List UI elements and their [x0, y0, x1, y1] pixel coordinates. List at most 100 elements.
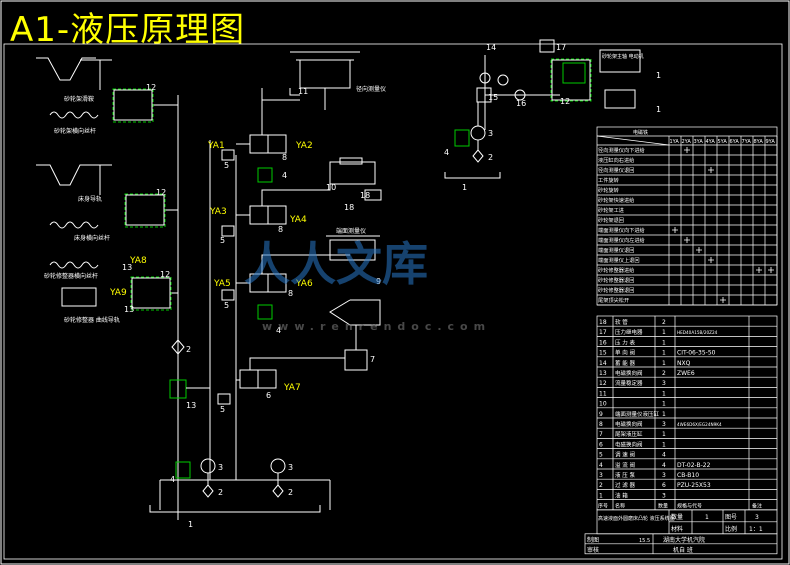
bom-qty: 6: [662, 482, 666, 489]
num-16-gauge: 16: [516, 99, 526, 108]
bom-name: 压 力 表: [615, 338, 635, 346]
bom-name: 单 向 阀: [615, 349, 635, 357]
label-bed-feed-screw: 床身横向丝杆: [74, 234, 110, 242]
bom-no: 13: [599, 370, 607, 377]
label-bed-guide: 床身导轨: [78, 195, 102, 203]
num-12-stab-a: 12: [146, 83, 156, 92]
action-col-4ya: 4YA: [706, 139, 716, 145]
bom-code: DT-02-B-22: [677, 462, 711, 469]
bom-header-no: 序号: [598, 503, 608, 510]
num-2-filter-a: 2: [218, 488, 223, 497]
label-grinder-feed-screw: 砂轮架横向丝杆: [54, 127, 96, 135]
label-axial-gauge: 端面测量仪: [336, 227, 366, 235]
num-3-pump-a: 3: [218, 463, 223, 472]
bom-header-name: 名称: [615, 503, 625, 510]
bom-name: 电磁换向阀: [615, 369, 643, 377]
num-4-relief-b: 4: [282, 171, 287, 180]
action-header-label: 电磁铁: [633, 129, 648, 136]
bom-qty: 1: [662, 360, 666, 367]
label-ya2: YA2: [295, 141, 313, 151]
bom-no: 7: [599, 431, 603, 438]
action-col-7ya: 7YA: [742, 139, 752, 145]
bom-no: 15: [599, 350, 607, 357]
bom-name: 溢 流 阀: [615, 461, 635, 469]
watermark-url: www.renrendoc.com: [262, 320, 492, 333]
num-8-valve-b: 8: [278, 225, 283, 234]
label-ya5: YA5: [213, 279, 231, 289]
bom-qty: 4: [662, 452, 666, 459]
action-row-label: 砂轮修整器退回: [598, 276, 634, 284]
bom-qty: 1: [662, 390, 666, 397]
bom-header-note: 备注: [752, 503, 762, 510]
num-15-check: 15: [488, 93, 498, 102]
bom-name: 油 箱: [615, 491, 628, 499]
bom-fig-label: 图号: [725, 514, 737, 521]
bom-qty-label: 数量: [671, 513, 683, 521]
bom-name: 调 速 阀: [615, 451, 635, 459]
bom-qty: 3: [662, 492, 666, 499]
num-3-pump-b: 3: [288, 463, 293, 472]
action-col-1ya: 1YA: [670, 139, 680, 145]
bom-title: 高速液面外圆磨床凸轮 液压系统图: [598, 515, 675, 522]
bom-date: 15.5: [639, 538, 650, 544]
label-ya1: YA1: [207, 141, 225, 151]
action-row-label: 尾架顶尖松开: [598, 296, 629, 304]
num-4-relief-c: 4: [276, 326, 281, 335]
action-col-2ya: 2YA: [682, 139, 692, 145]
num-8-valve-a: 8: [282, 153, 287, 162]
num-1-right-a: 1: [656, 71, 661, 80]
action-row-label: 砂轮架退回: [598, 216, 624, 224]
num-5-throttle-a: 5: [224, 161, 229, 170]
action-col-3ya: 3YA: [694, 139, 704, 145]
bom-name: 液 压 泵: [615, 471, 635, 479]
bom-no: 5: [599, 452, 603, 459]
bom-check-label: 审核: [587, 546, 599, 554]
num-13-valve-c: 13: [124, 305, 134, 314]
bom-qty: 3: [662, 380, 666, 387]
label-ya6: YA6: [295, 279, 313, 289]
bom-name: 端面测量仪液压缸: [615, 410, 660, 418]
bom-name: 电磁换向阀: [615, 440, 643, 448]
action-mark: [720, 297, 726, 303]
num-18-hose-a: 18: [360, 191, 370, 200]
bom-no: 3: [599, 472, 603, 479]
action-mark: [696, 247, 702, 253]
bom-code: HED40A15B/20Z24: [677, 330, 718, 335]
num-18-hose-b: 18: [344, 203, 354, 212]
bom-qty: 1: [662, 441, 666, 448]
bom-code: CIT-06-35-50: [677, 350, 716, 357]
action-mark: [684, 147, 690, 153]
action-col-6ya: 6YA: [730, 139, 740, 145]
label-ya8: YA8: [129, 256, 147, 266]
bom-qty: 1: [662, 339, 666, 346]
action-row-label: 液压缸向右进给: [598, 156, 634, 164]
action-row-label: 砂轮旋转: [598, 186, 619, 194]
label-ya7: YA7: [283, 383, 301, 393]
page-title: A1-液压原理图: [10, 10, 246, 50]
bom-ratio-val: 1：1: [749, 526, 763, 533]
action-row-label: 径向测量仪退回: [598, 166, 634, 174]
bom-fig-val: 3: [755, 514, 759, 521]
bom-qty: 1: [662, 329, 666, 336]
num-4-relief-a: 4: [170, 475, 175, 484]
bom-qty: 1: [662, 431, 666, 438]
num-2-filter: 2: [186, 345, 191, 354]
num-7-tail-cyl: 7: [370, 355, 375, 364]
action-row-label: 端面测量仪向左进给: [598, 236, 645, 244]
bom-no: 14: [599, 360, 607, 367]
action-row-label: 工件旋转: [598, 176, 619, 184]
action-row-label: 砂轮架工进: [598, 206, 624, 214]
bom-no: 6: [599, 441, 603, 448]
bom-code: CB-B10: [677, 472, 699, 479]
label-ya3: YA3: [209, 207, 227, 217]
num-12-stab-d: 12: [560, 97, 570, 106]
action-mark: [708, 257, 714, 263]
bom-name: 过 滤 器: [615, 481, 635, 489]
bom-table: [584, 315, 778, 555]
green-dashed-boxes: [112, 58, 592, 311]
bom-class: 机自 班: [673, 546, 693, 554]
num-1-tank-right: 1: [462, 183, 467, 192]
